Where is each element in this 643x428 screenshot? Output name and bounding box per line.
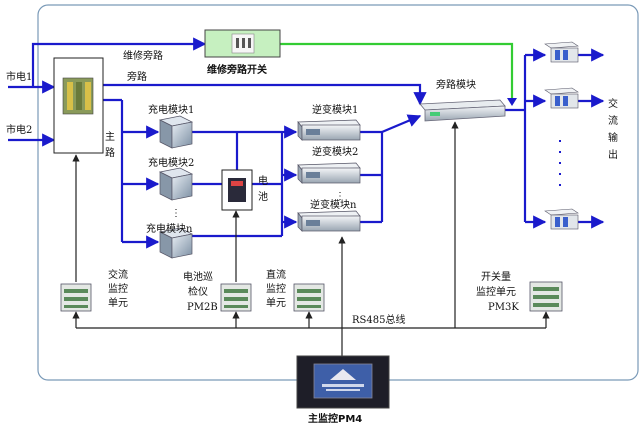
maint-bypass-switch-label: 维修旁路开关 bbox=[207, 63, 267, 76]
charger-dots: ⋮ bbox=[171, 208, 181, 219]
switch-monitor-line1: 开关量 bbox=[481, 270, 511, 283]
switch-monitor-line2: 监控单元 bbox=[476, 285, 516, 298]
maintenance-bypass-switch bbox=[204, 29, 281, 58]
invertern-label: 逆变模块n bbox=[310, 198, 357, 211]
maint-bypass-label: 维修旁路 bbox=[123, 49, 163, 62]
maintenance-arrow-head bbox=[507, 98, 517, 106]
dc-monitor-unit bbox=[293, 283, 325, 312]
charger1-label: 充电模块1 bbox=[148, 103, 194, 116]
svg-text:电: 电 bbox=[258, 174, 268, 187]
power-lines bbox=[8, 37, 605, 249]
battery-inspector-line3: PM2B bbox=[187, 302, 218, 313]
svg-text:出: 出 bbox=[608, 148, 618, 161]
bypass-module bbox=[419, 99, 506, 122]
input-switch-box bbox=[53, 57, 104, 154]
svg-text:主: 主 bbox=[105, 131, 115, 143]
svg-text:池: 池 bbox=[258, 190, 268, 203]
rs485-bus-lines bbox=[72, 121, 550, 356]
switch-monitor-line3: PM3K bbox=[488, 302, 519, 313]
main-controller-label: 主监控PM4 bbox=[308, 412, 362, 425]
svg-text:单元: 单元 bbox=[266, 297, 286, 309]
inverter1-label: 逆变模块1 bbox=[312, 103, 358, 116]
main-path-label: 主路 bbox=[105, 131, 115, 159]
svg-text:监控: 监控 bbox=[266, 282, 286, 295]
battery-inspector-unit bbox=[220, 283, 252, 312]
inverter-module-1 bbox=[297, 119, 361, 141]
bypass-label: 旁路 bbox=[127, 70, 147, 83]
svg-text:流: 流 bbox=[608, 114, 618, 127]
output-breaker-n bbox=[544, 208, 579, 230]
ac-monitor-unit bbox=[60, 283, 92, 312]
charger-module-1 bbox=[158, 115, 194, 149]
rs485-label: RS485总线 bbox=[352, 313, 405, 326]
bypass-module-label: 旁路模块 bbox=[436, 78, 476, 91]
battery-inspector-line1: 电池巡 bbox=[183, 270, 213, 283]
svg-text:监控: 监控 bbox=[108, 282, 128, 295]
inverter-dots: ⋮ bbox=[335, 191, 345, 202]
svg-text:路: 路 bbox=[105, 146, 115, 159]
inverter-module-2 bbox=[297, 162, 361, 184]
charger2-label: 充电模块2 bbox=[148, 156, 194, 169]
charger-module-n bbox=[158, 227, 194, 259]
main-controller-panel bbox=[296, 355, 390, 409]
svg-text:交流: 交流 bbox=[108, 268, 128, 281]
output-breaker-2 bbox=[544, 87, 579, 109]
output-breaker-1 bbox=[544, 41, 579, 63]
battery-label: 电池 bbox=[258, 174, 268, 203]
battery-inspector-line2: 检仪 bbox=[188, 285, 208, 298]
inverter-module-n bbox=[297, 210, 361, 232]
mains2-label: 市电2 bbox=[6, 123, 32, 136]
svg-text:交: 交 bbox=[608, 97, 618, 110]
chargern-label: 充电模块n bbox=[146, 222, 193, 235]
inverter2-label: 逆变模块2 bbox=[312, 145, 358, 158]
charger-module-2 bbox=[158, 167, 194, 201]
svg-text:直流: 直流 bbox=[266, 268, 286, 281]
maintenance-bypass-line bbox=[280, 42, 514, 104]
mains1-label: 市电1 bbox=[6, 70, 32, 83]
switch-monitor-unit bbox=[529, 281, 563, 312]
svg-text:单元: 单元 bbox=[108, 297, 128, 309]
svg-text:输: 输 bbox=[608, 131, 618, 144]
battery-box bbox=[221, 169, 253, 211]
